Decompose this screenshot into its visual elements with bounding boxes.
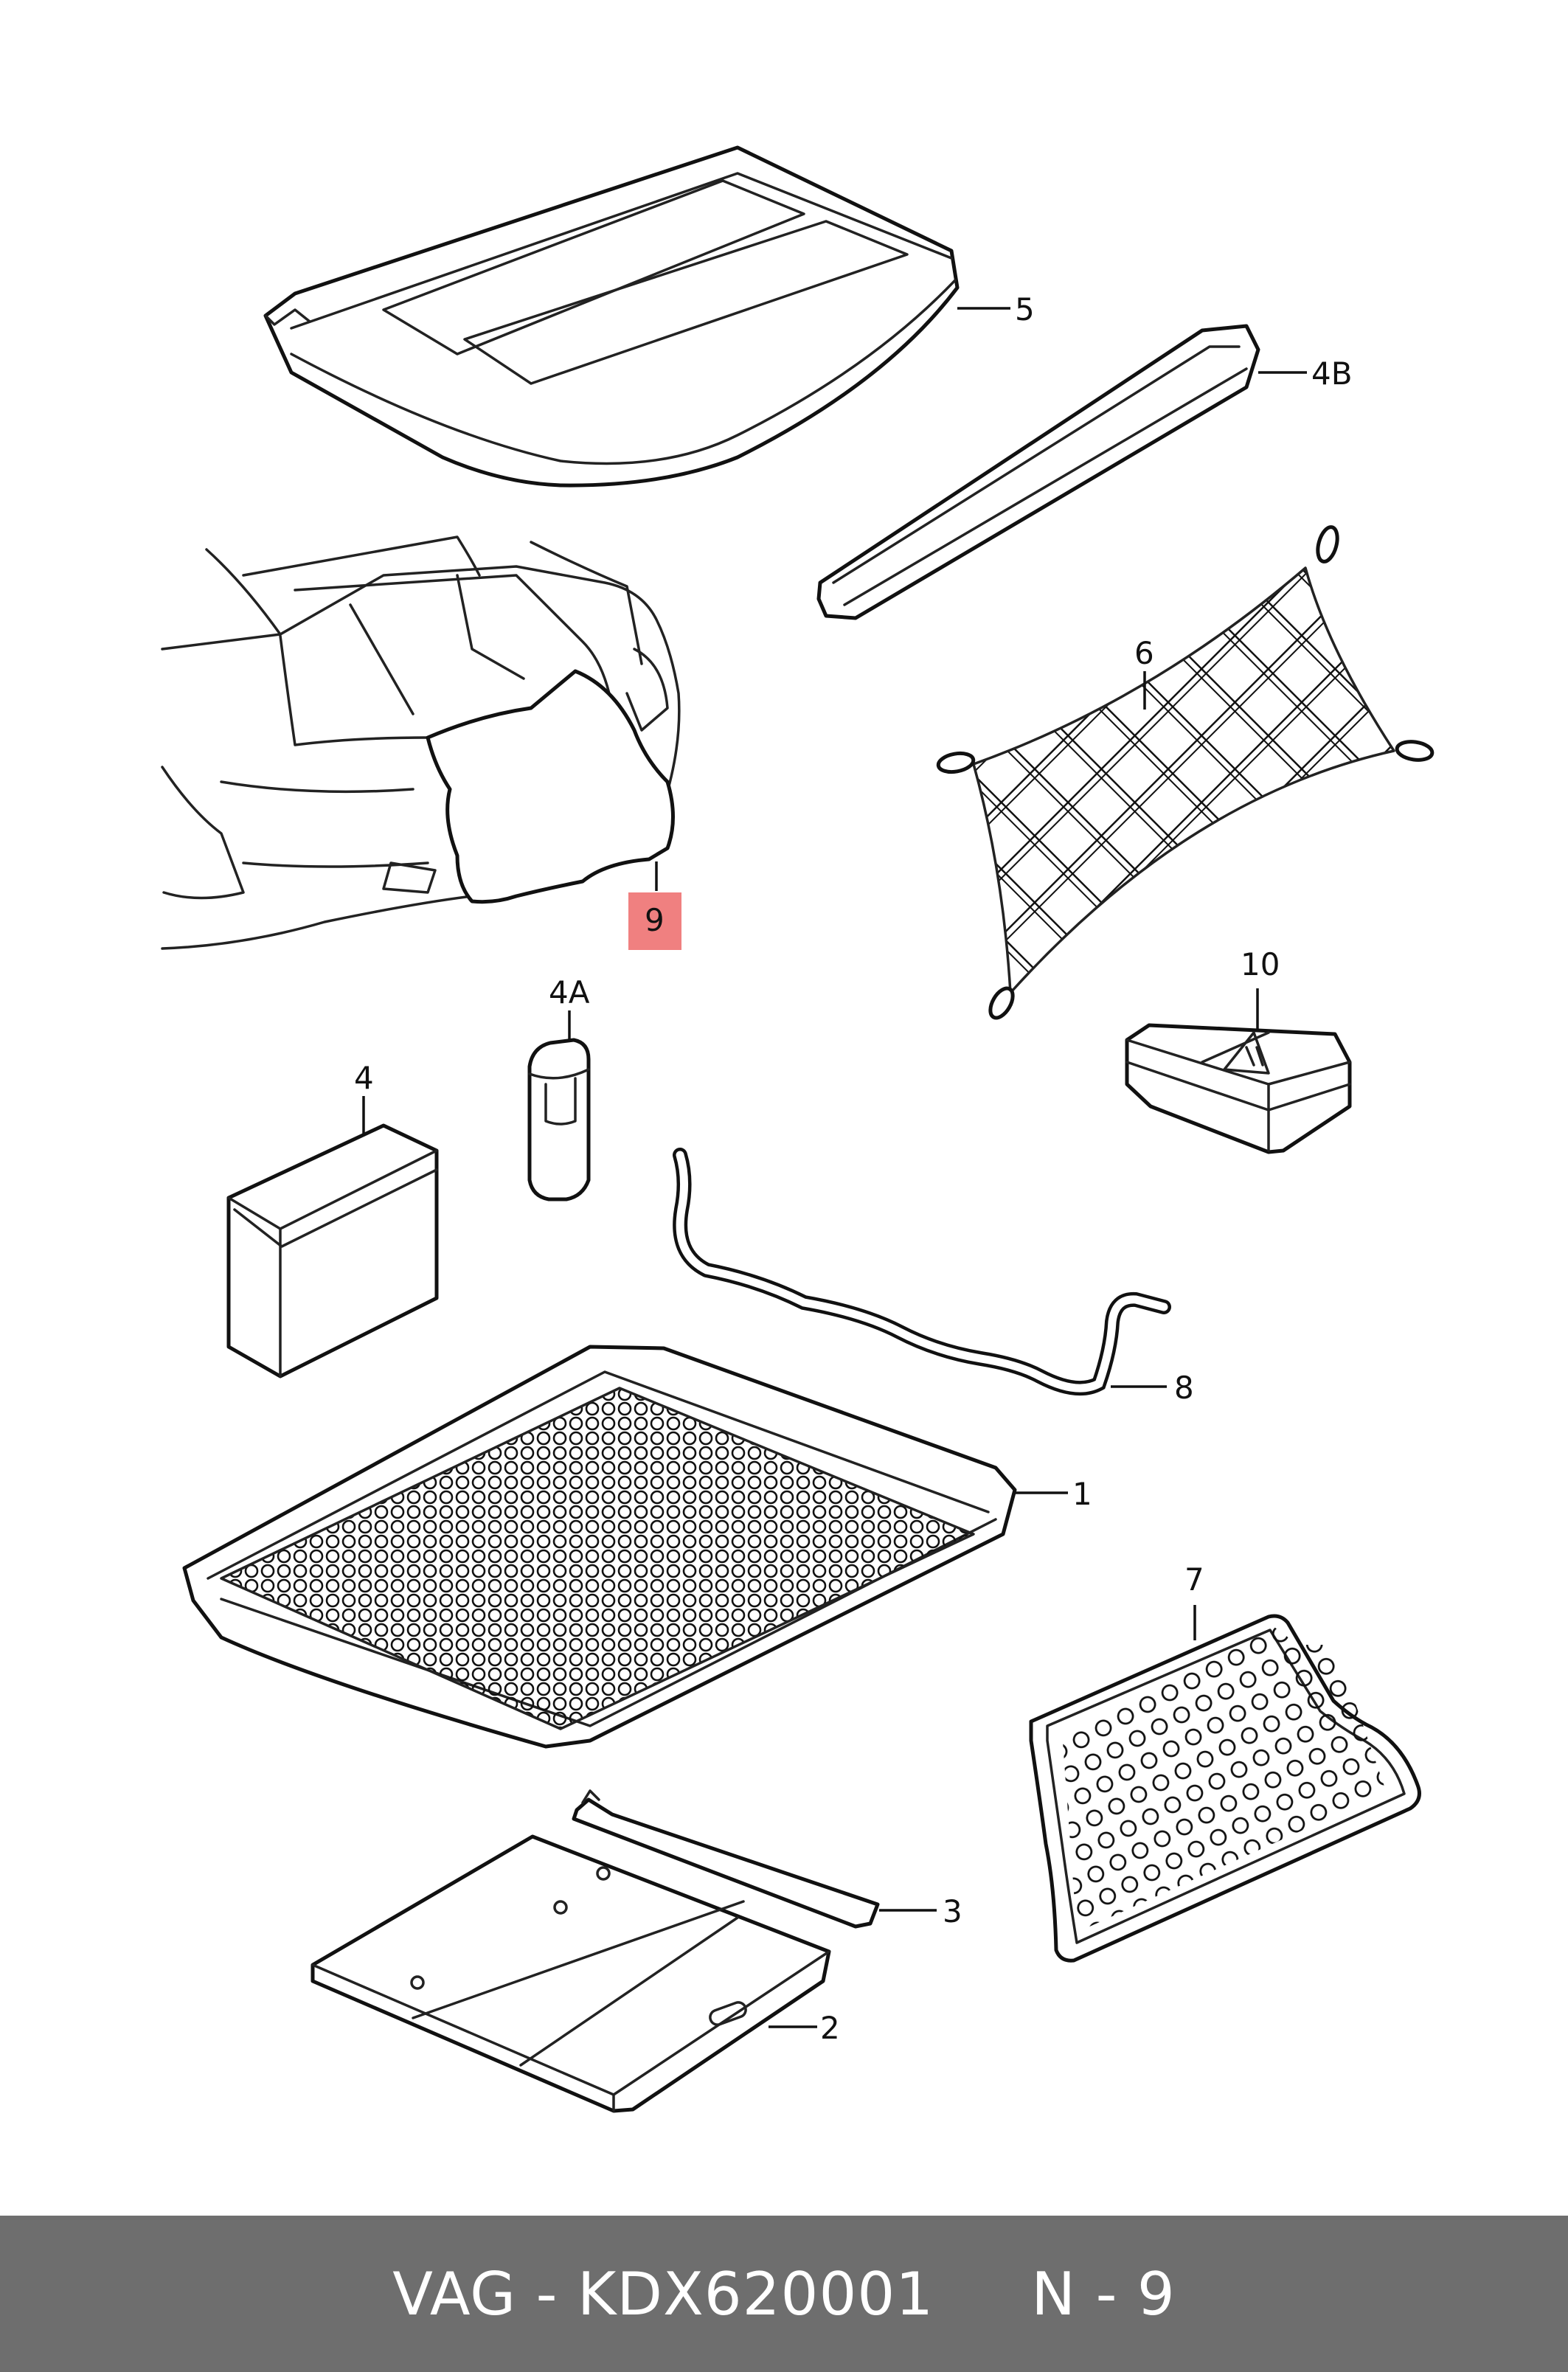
callout-4b: 4B [1311,356,1353,392]
callout-4a: 4A [549,974,590,1010]
callout-9-highlight [628,892,681,950]
callout-3: 3 [943,1893,962,1929]
callout-2: 2 [820,2010,840,2046]
callout-10: 10 [1241,946,1280,982]
floor-strip-part-3 [572,1789,937,1929]
callout-1: 1 [1072,1476,1092,1512]
trunk-tray-part-1 [182,1345,1068,1749]
warning-triangle-box-part-10 [1125,988,1352,1154]
callout-7: 7 [1184,1561,1204,1598]
callout-4: 4 [354,1060,374,1096]
footer-bar: VAG - KDX620001 N - 9 [0,2216,1568,2372]
side-trim-part-4b [816,324,1307,620]
first-aid-box-part-4 [226,1096,439,1379]
cable-part-8 [673,1148,1171,1396]
floor-mat-part-7 [1029,1605,1421,1963]
part-number-label: VAG - KDX620001 N - 9 [392,2259,1176,2328]
callout-5: 5 [1015,291,1035,327]
luggage-net-part-6 [936,525,1435,1020]
bottle-part-4a [527,1010,591,1201]
callout-8: 8 [1174,1370,1194,1406]
callout-6: 6 [1134,635,1154,671]
callout-9: 9 [645,902,665,938]
vehicle-rear-outline [161,535,681,950]
parts-diagram: 5 4B 6 9 10 4A 4 8 1 7 3 2 [161,145,1435,2113]
parcel-shelf-part-5 [263,145,1010,488]
floor-panel-part-2 [311,1834,831,2113]
